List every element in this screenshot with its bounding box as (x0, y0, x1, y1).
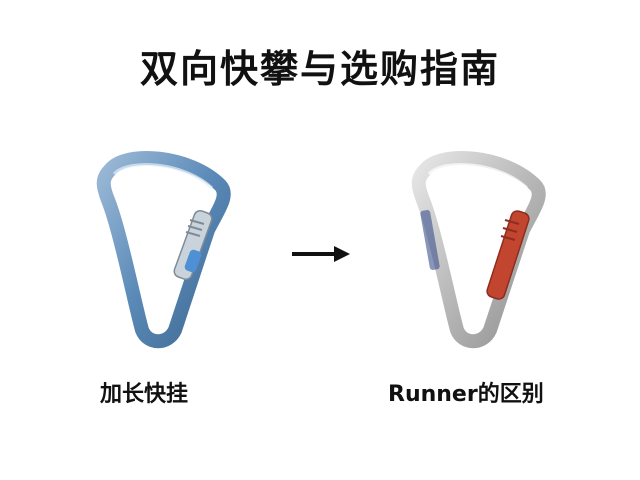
page-title: 双向快攀与选购指南 (139, 47, 500, 91)
left-caption: 加长快挂 (100, 382, 189, 407)
carabiner-icon (411, 151, 546, 349)
arrow-right-icon (292, 244, 352, 264)
right-carabiner-image (395, 140, 565, 360)
left-carabiner-image (80, 140, 250, 360)
carabiner-icon (96, 151, 231, 349)
right-caption: Runner的区别 (388, 382, 544, 407)
